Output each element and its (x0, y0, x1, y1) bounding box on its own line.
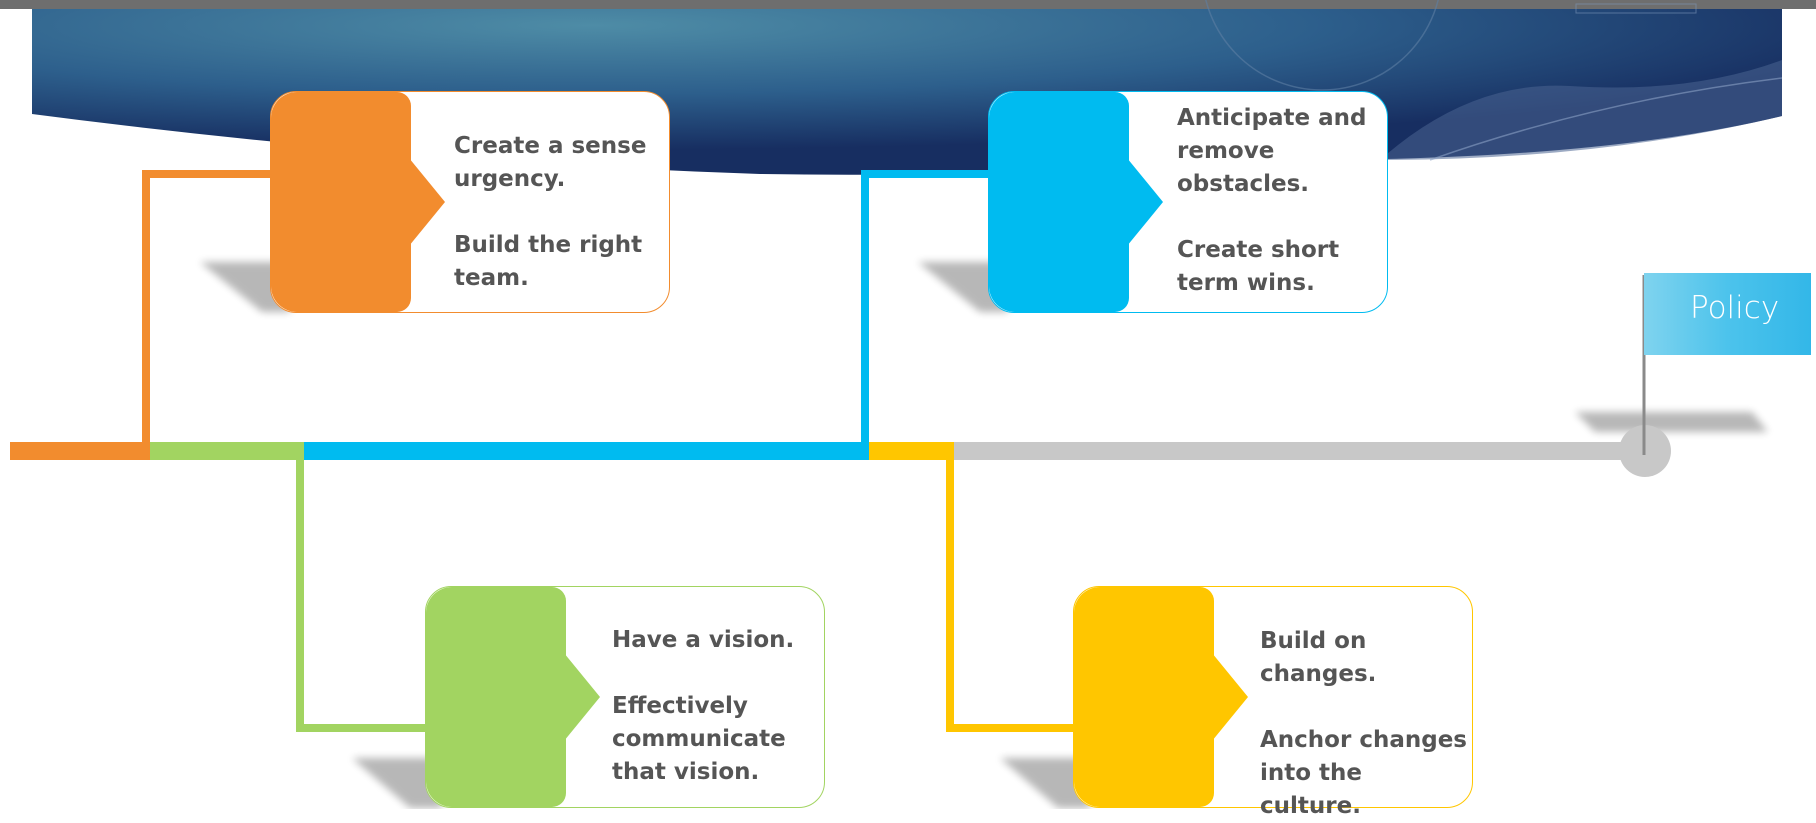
step-card-3: Anticipate and remove obstacles. Create … (988, 91, 1388, 313)
connector-orange (142, 170, 280, 451)
step-3-arrow (1127, 158, 1163, 246)
connector-blue (861, 170, 1000, 451)
step-1-text: Create a sense urgency. Build the right … (454, 130, 664, 295)
step-3-color-block (989, 92, 1129, 312)
step-1-line-1: Create a sense urgency. (454, 133, 647, 192)
decor-rect (1575, 3, 1697, 14)
step-3-line-2: Create short term wins. (1177, 237, 1340, 296)
step-4-color-block (1074, 587, 1214, 807)
step-2-color-block (426, 587, 566, 807)
step-2-line-2: Effectively communicate that vision. (612, 693, 786, 785)
step-2-text: Have a vision. Effectively communicate t… (612, 624, 822, 789)
step-1-color-block (271, 92, 411, 312)
step-card-2: Have a vision. Effectively communicate t… (425, 586, 825, 808)
step-1-line-2: Build the right team. (454, 232, 643, 291)
step-4-line-2: Anchor changes into the culture. (1260, 727, 1467, 819)
decor-circle (1205, 0, 1439, 91)
connector-yellow (946, 451, 1080, 732)
step-4-text: Build on changes. Anchor changes into th… (1260, 625, 1470, 823)
connector-green (296, 451, 430, 732)
step-1-arrow (409, 158, 445, 246)
step-4-arrow (1212, 653, 1248, 741)
top-bar (0, 0, 1816, 9)
step-card-1: Create a sense urgency. Build the right … (270, 91, 670, 313)
goal-label: Policy (1690, 290, 1780, 326)
step-2-line-1: Have a vision. (612, 627, 795, 653)
step-4-line-1: Build on changes. (1260, 628, 1377, 687)
step-3-line-1: Anticipate and remove obstacles. (1177, 105, 1367, 197)
card-shadows (200, 262, 1768, 808)
step-2-arrow (564, 653, 600, 741)
step-card-4: Build on changes. Anchor changes into th… (1073, 586, 1473, 819)
flag-icon (1644, 273, 1811, 355)
decor-arc (1380, 60, 1782, 160)
step-3-text: Anticipate and remove obstacles. Create … (1177, 102, 1387, 300)
